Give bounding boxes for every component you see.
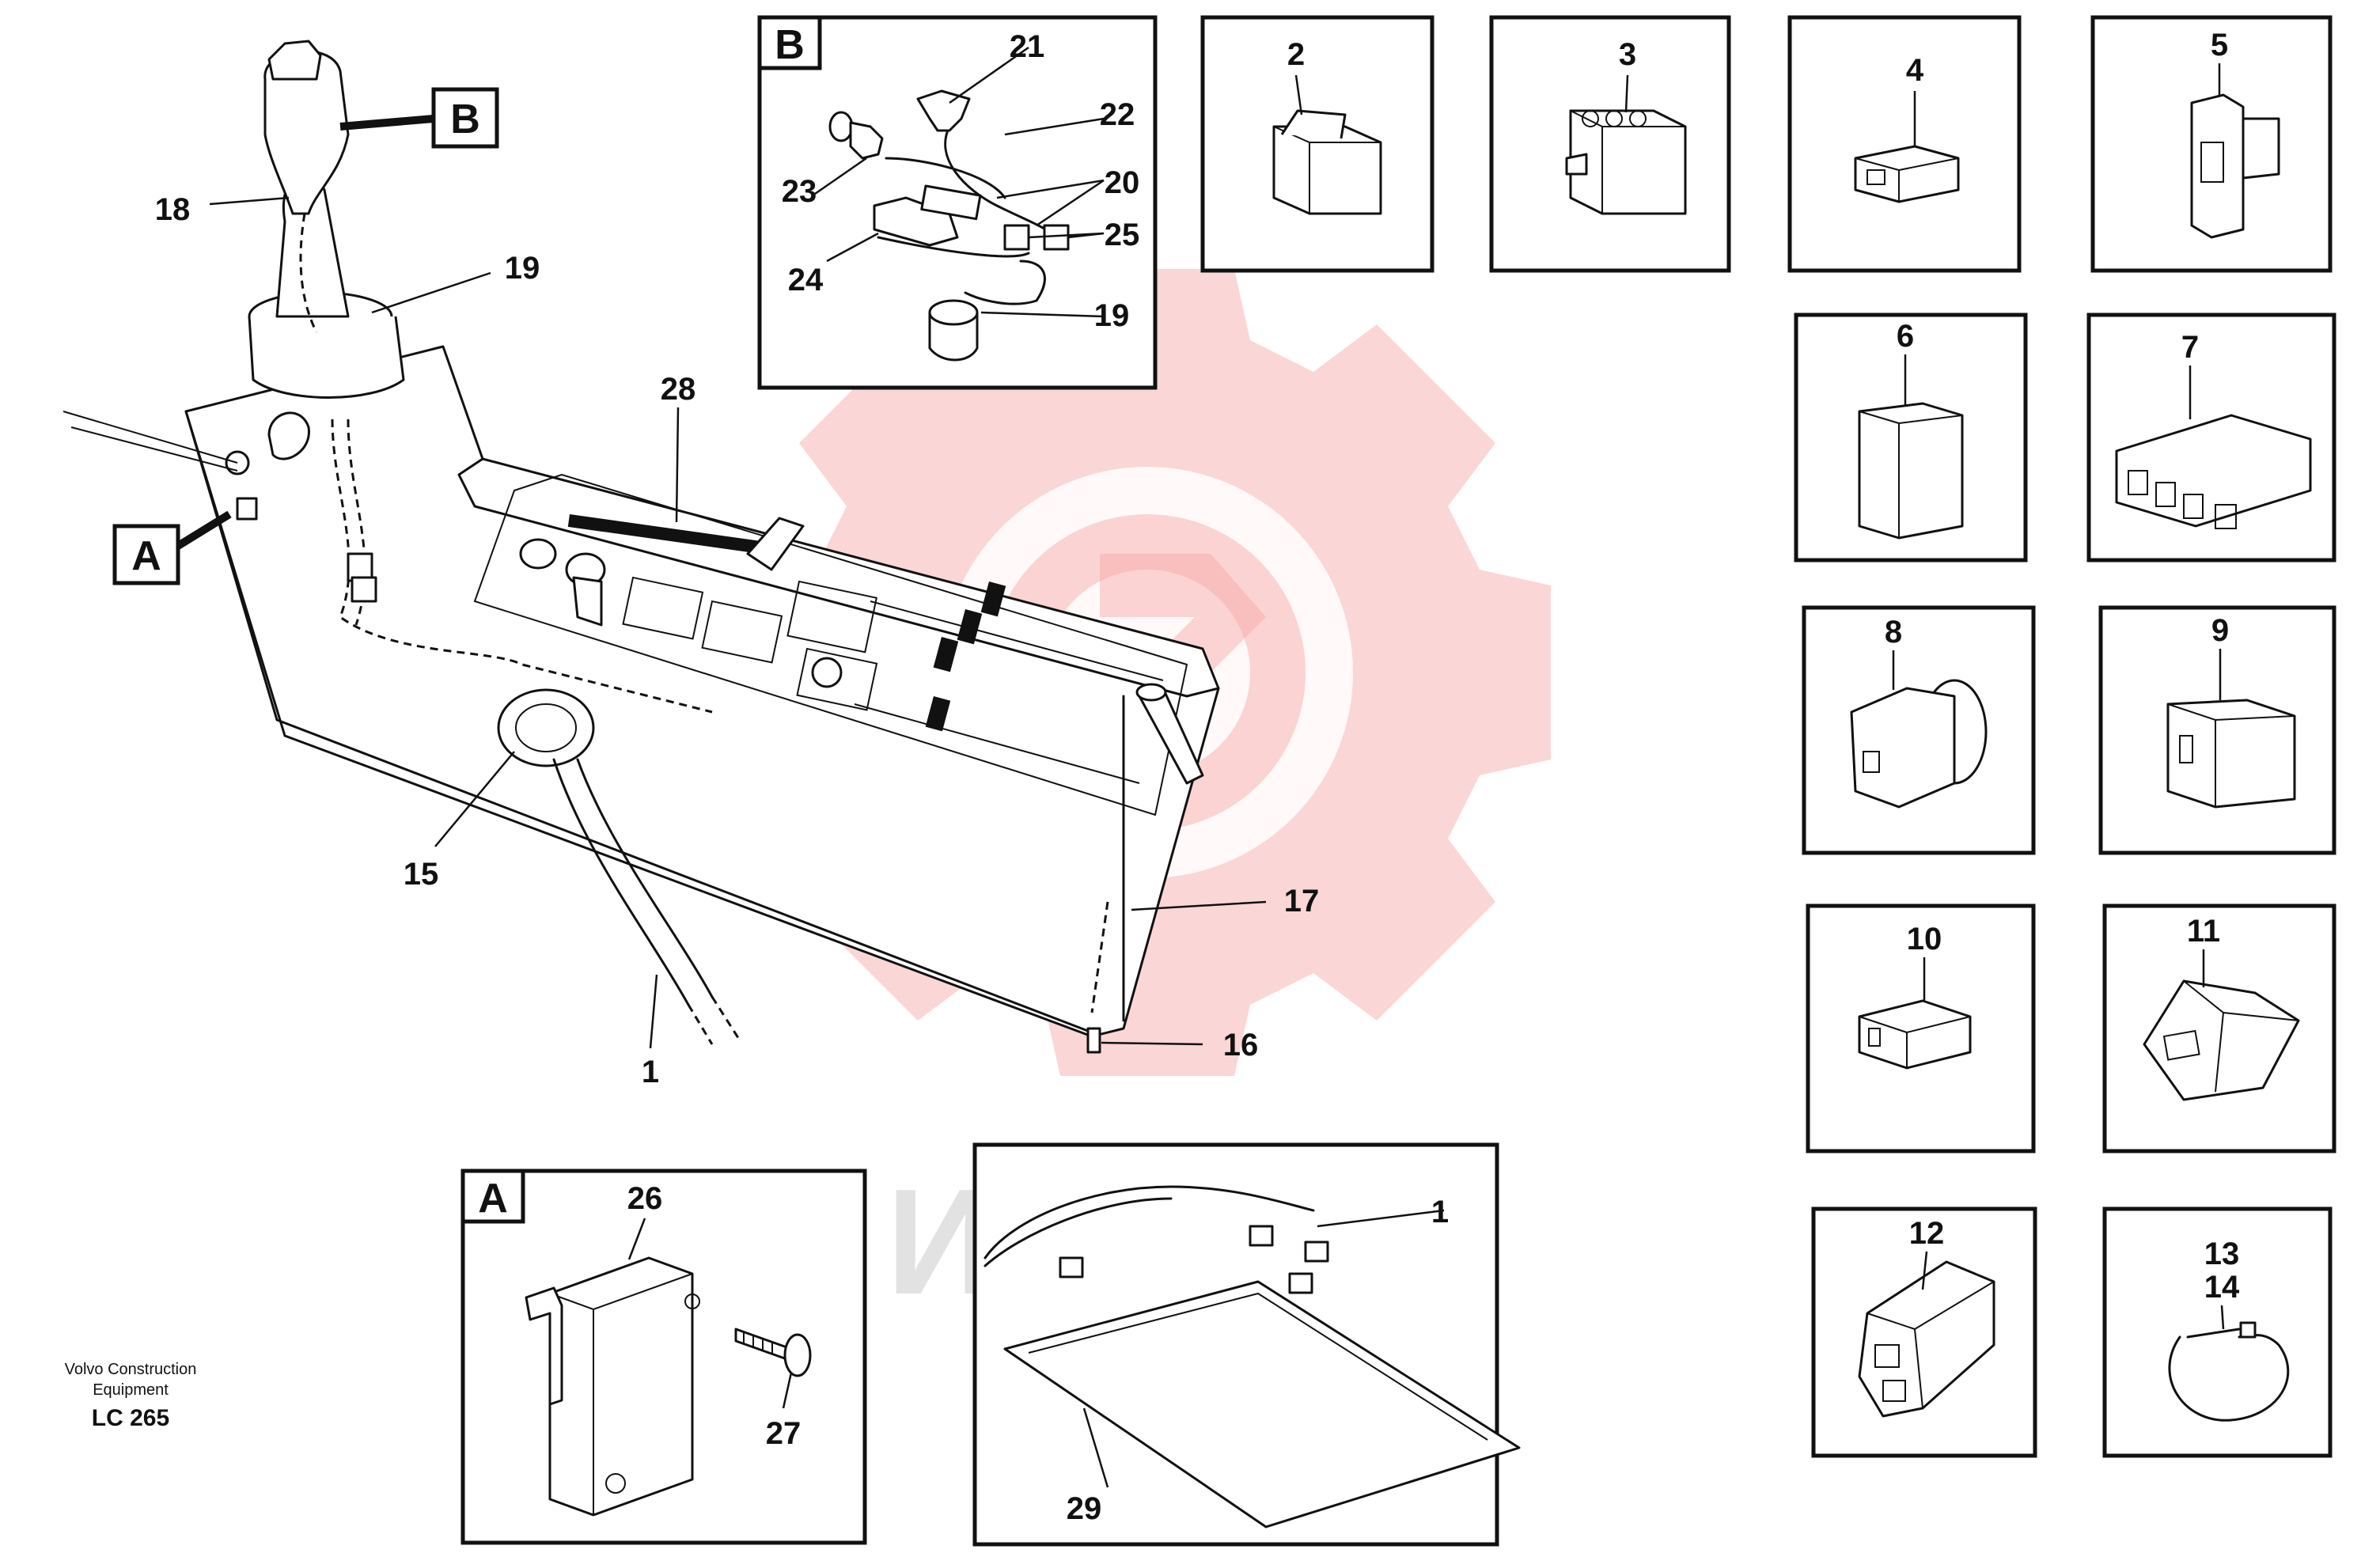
detail-connector-2: 2 — [1200, 15, 1434, 273]
control-panel-assembly — [63, 40, 1220, 1054]
footer-brand: Volvo Construction Equipment — [32, 1359, 229, 1400]
callout-26: 26 — [627, 1181, 663, 1216]
callout-12: 12 — [1909, 1216, 1945, 1251]
detail-connector-7: 7 — [2086, 312, 2336, 562]
detail-connector-8: 8 — [1802, 605, 2036, 855]
detail-connector-5: 5 — [2090, 15, 2333, 273]
footer-brand-line2: Equipment — [93, 1381, 169, 1399]
callout-20: 20 — [1105, 165, 1140, 200]
callout-28: 28 — [661, 372, 696, 407]
callout-19-main: 19 — [505, 251, 540, 286]
callout-18: 18 — [155, 192, 191, 227]
callout-2: 2 — [1287, 37, 1305, 72]
detail-connector-3: 3 — [1489, 15, 1731, 273]
detail-cable-tie-13-14: 13 14 — [2102, 1206, 2333, 1458]
callout-3: 3 — [1619, 37, 1636, 72]
callout-6: 6 — [1897, 319, 1914, 354]
detail-circuit-board-panel: 1 29 — [972, 1142, 1521, 1547]
callout-24: 24 — [788, 263, 824, 297]
callout-17: 17 — [1284, 884, 1320, 919]
callout-22: 22 — [1100, 97, 1135, 132]
callout-29: 29 — [1067, 1491, 1102, 1526]
detail-connector-4: 4 — [1787, 15, 2022, 273]
view-marker-a: A — [112, 510, 232, 585]
callout-23: 23 — [782, 174, 817, 209]
callout-16: 16 — [1223, 1028, 1259, 1062]
view-marker-b: B — [339, 87, 499, 149]
callout-27: 27 — [766, 1416, 802, 1451]
callout-14: 14 — [2204, 1270, 2240, 1305]
detail-a-label: A — [478, 1176, 508, 1222]
detail-connector-9: 9 — [2098, 605, 2336, 855]
detail-connector-11: 11 — [2102, 903, 2336, 1153]
callout-21: 21 — [1010, 29, 1045, 64]
callout-1-board: 1 — [1431, 1195, 1449, 1229]
callout-10: 10 — [1907, 922, 1942, 956]
callout-8: 8 — [1885, 615, 1902, 650]
callout-7: 7 — [2181, 330, 2199, 365]
detail-b-label: B — [775, 22, 805, 68]
callout-11: 11 — [2187, 914, 2220, 949]
callout-15: 15 — [404, 857, 439, 892]
detail-connector-10: 10 — [1806, 903, 2036, 1153]
callout-9: 9 — [2211, 613, 2229, 648]
footer-brand-line1: Volvo Construction — [64, 1361, 197, 1378]
footer-model: LC 265 — [91, 1405, 170, 1431]
detail-a-panel: A 26 27 — [460, 1169, 867, 1545]
detail-connector-6: 6 — [1794, 312, 2028, 562]
callout-19-detail: 19 — [1094, 298, 1130, 333]
callout-4: 4 — [1906, 53, 1924, 88]
callout-1-main: 1 — [642, 1055, 659, 1089]
view-marker-b-label: B — [450, 97, 480, 142]
detail-b-panel: B 21 22 23 20 24 25 19 — [757, 15, 1158, 390]
callout-13: 13 — [2204, 1237, 2240, 1271]
view-marker-a-label: A — [131, 533, 161, 579]
callout-25: 25 — [1105, 218, 1140, 252]
callout-5: 5 — [2211, 28, 2228, 62]
detail-connector-12: 12 — [1811, 1206, 2037, 1458]
